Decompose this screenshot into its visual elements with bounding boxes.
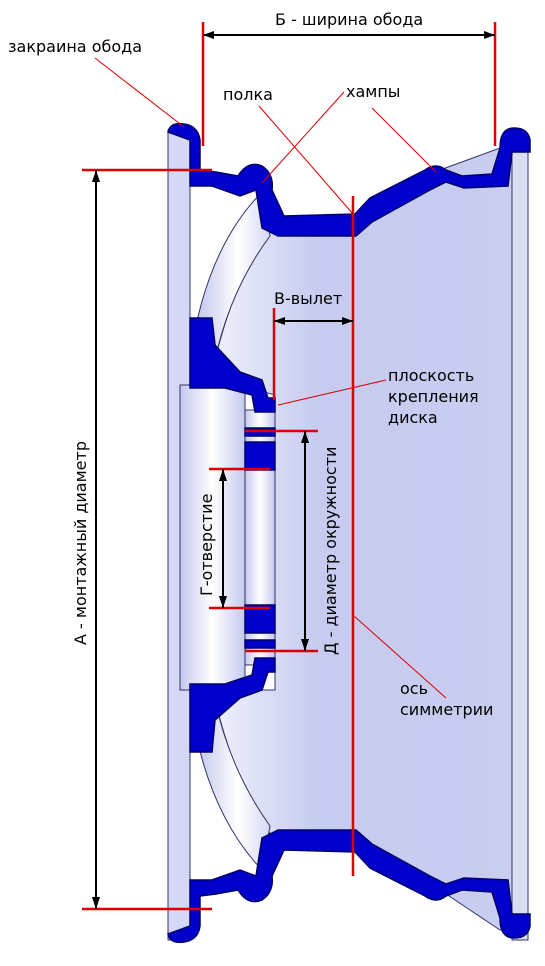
mounting-plane-leader: [277, 379, 387, 406]
mount-dia-arrow-top: [92, 170, 100, 182]
offset-arrow-right: [342, 317, 353, 325]
hump-leader-left: [261, 91, 345, 184]
offset-arrow-left: [274, 317, 285, 325]
rim-flange-label: закраина обода: [8, 37, 142, 56]
right-rim-edge: [511, 149, 529, 941]
mounting-plane-label-line2: крепления: [388, 387, 479, 406]
offset-label: В-вылет: [274, 289, 342, 308]
symmetry-axis-leader: [353, 615, 447, 699]
symmetry-axis-label-line2: симметрии: [400, 700, 493, 719]
lower-bolt-lug: [244, 604, 276, 634]
bore-arrow-top: [219, 469, 227, 481]
lower-mount-lug: [244, 639, 276, 649]
upper-bolt-lug: [244, 441, 276, 471]
pcd-arrow-bottom: [301, 639, 309, 651]
rim-flange-leader: [94, 57, 185, 128]
mount-dia-arrow-bottom: [92, 897, 100, 909]
bore-arrow-bottom: [219, 596, 227, 608]
mounting-plane-label-line3: диска: [388, 408, 438, 427]
left-flange-bottom: [167, 829, 531, 944]
symmetry-axis-label-line1: ось: [400, 679, 428, 698]
shelf-label: полка: [223, 85, 273, 104]
pcd-arrow-top: [301, 431, 309, 443]
leader-lines: [94, 57, 447, 699]
left-flange-top: [167, 122, 531, 237]
dimension-lines: [92, 31, 495, 909]
rim-width-arrow-right: [484, 31, 495, 39]
humps-label: хампы: [346, 82, 400, 101]
rim-width-label: Б - ширина обода: [275, 10, 423, 29]
guide-lines: [82, 22, 497, 911]
shelf-leader: [258, 105, 354, 215]
mounting-diameter-label: А - монтажный диаметр: [71, 441, 90, 645]
lower-disc-metal: [189, 657, 276, 753]
hub-area: [179, 384, 246, 691]
labels: Б - ширина обода закраина обода полка ха…: [8, 10, 493, 719]
pcd-label: Д - диаметр окружности: [321, 447, 340, 655]
mounting-plane-label-line1: плоскость: [388, 366, 474, 385]
hump-leader-right: [371, 107, 437, 173]
rim-metal-section: [167, 122, 531, 944]
center-bore-label: Г-отверстие: [197, 494, 216, 596]
rim-width-arrow-left: [203, 31, 214, 39]
